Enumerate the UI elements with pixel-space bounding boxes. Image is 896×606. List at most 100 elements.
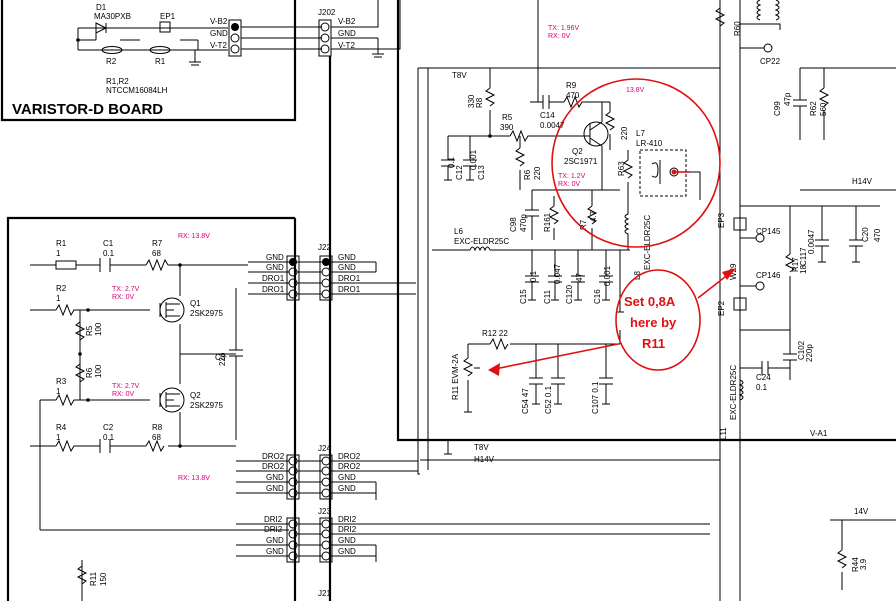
osc-c14: C14 xyxy=(540,111,555,120)
r1-label: R1 xyxy=(155,57,166,66)
right-c20v: 470 xyxy=(873,228,882,242)
j22-pin-4: DRO1 xyxy=(338,285,361,294)
osc-c52: C52 0.1 xyxy=(544,385,553,414)
drive-r11: R11 xyxy=(89,571,98,586)
j24-pin-1: DRO2 xyxy=(338,452,361,461)
osc-r8v: 330 xyxy=(467,94,476,108)
d1-label: D1 xyxy=(96,3,107,12)
right-r44v: 3.9 xyxy=(859,558,868,570)
right-r62v: 560 xyxy=(819,102,828,116)
right-c117: C117 xyxy=(799,247,808,266)
j24-left-4: GND xyxy=(266,484,284,493)
osc-c107: C107 0.1 xyxy=(591,381,600,414)
osc-c11v: 0.047 xyxy=(553,263,562,284)
right-ep2: EP2 xyxy=(717,300,726,316)
right-r17v: 18 xyxy=(799,265,808,274)
right-r60: R60 xyxy=(733,21,742,36)
j23-left-2: DRI2 xyxy=(264,525,283,534)
j23-left-3: GND xyxy=(266,536,284,545)
osc-c12: C12 xyxy=(455,165,464,180)
drive-q1: Q1 xyxy=(190,299,201,308)
j22-left-1: GND xyxy=(266,253,284,262)
j202-pin-1: V-B2 xyxy=(338,17,356,26)
right-c99: C99 xyxy=(773,101,782,116)
note-v138: 13.8V xyxy=(626,87,645,94)
j23-connector: J23 DRI2 DRI2 GND GND DRI2 DRI2 GND GND … xyxy=(40,507,710,598)
j24-left-3: GND xyxy=(266,473,284,482)
osc-c54: C54 47 xyxy=(521,388,530,414)
d1-part: MA30PXB xyxy=(94,12,131,21)
j24-ref: J24 xyxy=(318,444,331,453)
osc-c16v: 0.001 xyxy=(603,265,612,286)
j24-pin-4: GND xyxy=(338,484,356,493)
j202-connector: J202 V-B2 GND V-T2 xyxy=(318,0,401,58)
drive-r1: R1 xyxy=(56,239,67,248)
j24-connector: J24 DRO2 DRO2 GND GND DRO2 DRO2 GND GND xyxy=(236,444,418,500)
note-rx0d: RX: 0V xyxy=(558,181,581,188)
osc-t8v: T8V xyxy=(452,71,467,80)
note-rx138a: RX: 13.8V xyxy=(178,233,210,240)
osc-l6: L6 xyxy=(454,227,463,236)
right-h14v: H14V xyxy=(852,177,873,186)
drive-c3v: 22p xyxy=(218,352,227,366)
osc-r9: R9 xyxy=(566,81,577,90)
right-c24v: 0.1 xyxy=(756,383,768,392)
j22-ref: J22 xyxy=(318,243,331,252)
j23-pin-3: GND xyxy=(338,536,356,545)
osc-c15v: 0.1 xyxy=(529,270,538,282)
osc-r8: R8 xyxy=(475,97,484,108)
osc-c120v: 47 xyxy=(575,273,584,282)
j202-ref: J202 xyxy=(318,8,336,17)
right-section: R60 CP22 C99 47p R62 560 H14V EP3 CP145 … xyxy=(714,0,896,601)
right-c99v: 47p xyxy=(783,92,792,106)
r1r2-label: R1,R2 xyxy=(106,77,129,86)
drive-q1p: 2SK2975 xyxy=(190,309,223,318)
drive-r3v: 1 xyxy=(56,387,61,396)
j23-pin-1: DRI2 xyxy=(338,515,357,524)
osc-q2: Q2 xyxy=(572,147,583,156)
osc-c120: C120 xyxy=(565,284,574,304)
drive-c2: C2 xyxy=(103,423,114,432)
right-l11: L11 xyxy=(719,427,728,440)
j24-pin-2: DRO2 xyxy=(338,462,361,471)
vt2-pin: V-T2 xyxy=(210,41,227,50)
osc-r220: 220 xyxy=(620,126,629,140)
osc-l7: L7 xyxy=(636,129,645,138)
j23-pin-2: DRI2 xyxy=(338,525,357,534)
oscillator-section: TX: 1.96V RX: 0V T8V R8 330 R5 390 C12 0… xyxy=(418,0,720,464)
osc-l8p: EXC-ELDR25C xyxy=(643,215,652,270)
vb2-pin: V-B2 xyxy=(210,17,228,26)
j23-left-1: DRI2 xyxy=(264,515,283,524)
j23-ref: J23 xyxy=(318,507,331,516)
red-annotation: Set 0,8A here by R11 xyxy=(488,78,736,376)
osc-r6v: 220 xyxy=(533,166,542,180)
drive-c1v: 0.1 xyxy=(103,249,115,258)
right-c102: C102 xyxy=(797,340,806,360)
drive-r8v: 68 xyxy=(152,433,161,442)
osc-r63: R63 xyxy=(617,161,626,176)
drive-q2: Q2 xyxy=(190,391,201,400)
note-rx0a: RX: 0V xyxy=(112,294,135,301)
callout-line-2: here by xyxy=(630,315,677,330)
j24-left-2: DRO2 xyxy=(262,462,285,471)
arrow-to-r11 xyxy=(489,343,619,371)
callout-line-1: Set 0,8A xyxy=(624,294,676,309)
osc-c12v: 0.1 xyxy=(447,156,456,168)
callout-line-3: R11 xyxy=(642,336,665,351)
drive-r1v: 1 xyxy=(56,249,61,258)
j22-pin-2: GND xyxy=(338,263,356,272)
drive-r5v: 100 xyxy=(94,322,103,336)
j22-left-2: GND xyxy=(266,263,284,272)
drive-c1: C1 xyxy=(103,239,114,248)
osc-r12: R12 22 xyxy=(482,329,508,338)
j22-connector: J22 GND GND DRO1 DRO1 GND GND DRO1 DRO1 xyxy=(248,243,416,301)
j23-left-4: GND xyxy=(266,547,284,556)
j23-pin-4: GND xyxy=(338,547,356,556)
osc-r7: R7 xyxy=(579,219,588,230)
osc-c16: C16 xyxy=(593,289,602,304)
r2-label: R2 xyxy=(106,57,117,66)
right-ep3: EP3 xyxy=(717,212,726,228)
j22-pin-1: GND xyxy=(338,253,356,262)
